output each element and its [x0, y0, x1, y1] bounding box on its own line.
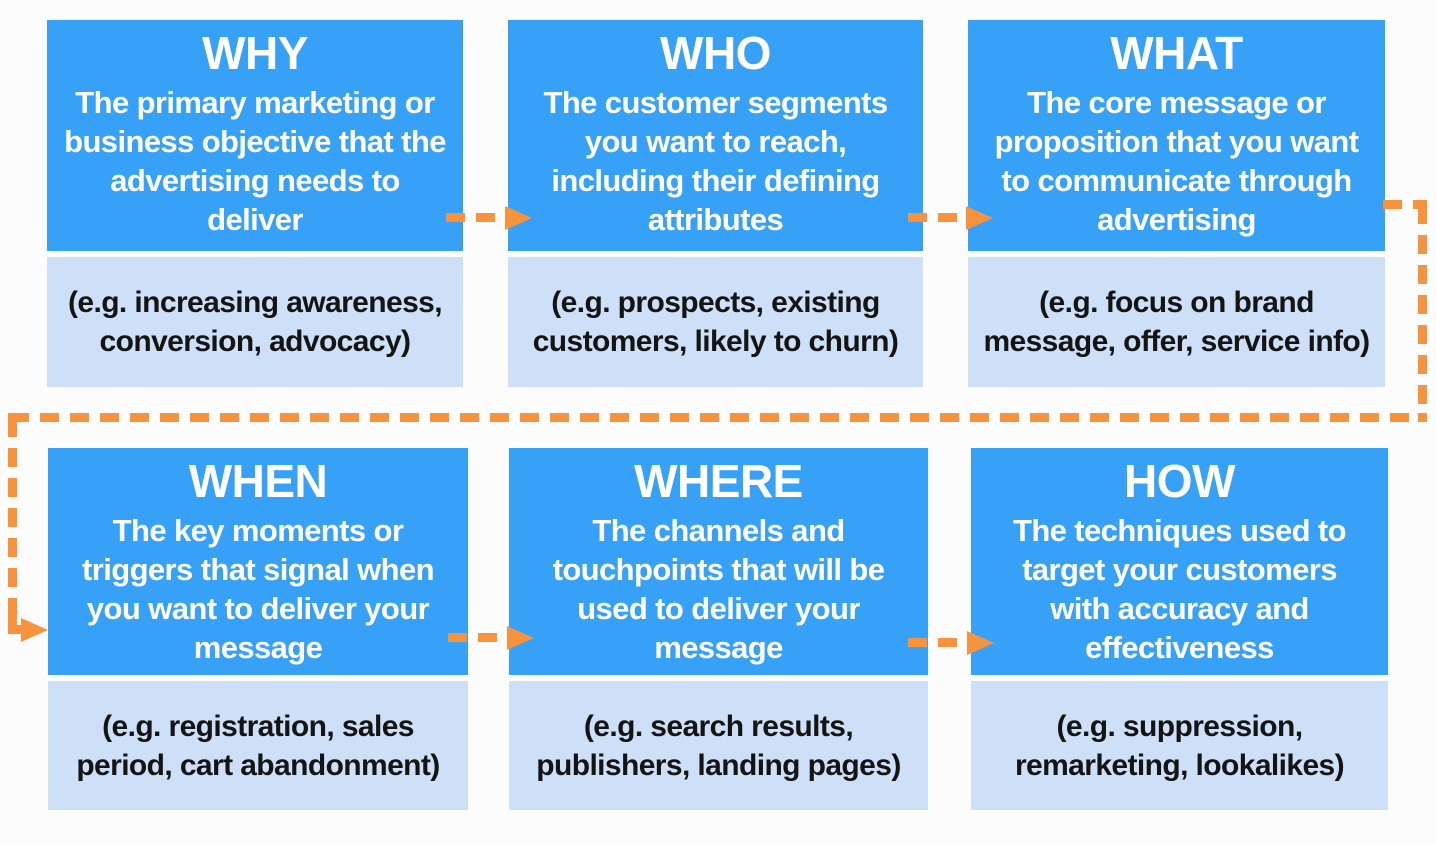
card-who-example-text: (e.g. prospects, existing customers, lik…: [532, 286, 899, 358]
card-how: HOW The techniques used to target your c…: [971, 448, 1388, 810]
card-where-example-text: (e.g. search results, publishers, landin…: [536, 709, 901, 782]
flow-line-wrap-right-vertical: [1418, 205, 1427, 418]
card-why-example-text: (e.g. increasing awareness, conversion, …: [68, 286, 443, 358]
card-what-example: (e.g. focus on brand message, offer, ser…: [968, 257, 1385, 387]
flow-corner: [1418, 200, 1427, 209]
card-what-example-text: (e.g. focus on brand message, offer, ser…: [983, 286, 1370, 358]
card-why-title: WHY: [202, 27, 308, 79]
flow-line-where-to-how: [908, 638, 968, 647]
card-how-example: (e.g. suppression, remarketing, lookalik…: [971, 681, 1388, 810]
card-who-description: The customer segments you want to reach,…: [543, 84, 888, 237]
card-when-example-text: (e.g. registration, sales period, cart a…: [76, 709, 440, 782]
card-when-header: WHEN The key moments or triggers that si…: [48, 448, 468, 675]
card-where: WHERE The channels and touchpoints that …: [509, 448, 928, 810]
card-who: WHO The customer segments you want to re…: [508, 20, 923, 387]
flow-corner: [8, 617, 17, 626]
card-why-example: (e.g. increasing awareness, conversion, …: [47, 257, 463, 387]
flow-line-when-to-where: [448, 633, 508, 642]
card-why-description: The primary marketing or business object…: [64, 84, 446, 237]
card-what-title: WHAT: [1110, 27, 1243, 79]
card-what: WHAT The core message or proposition tha…: [968, 20, 1385, 387]
flow-line-what-wrap-stub: [1383, 200, 1419, 209]
card-who-title: WHO: [660, 27, 771, 79]
arrowhead-right-icon: [505, 206, 532, 230]
flow-line-wrap-horizontal: [10, 413, 1427, 422]
card-why-header: WHY The primary marketing or business ob…: [47, 20, 463, 251]
card-when-description: The key moments or triggers that signal …: [82, 512, 434, 665]
card-who-header: WHO The customer segments you want to re…: [508, 20, 923, 251]
card-how-example-text: (e.g. suppression, remarketing, lookalik…: [1014, 709, 1345, 782]
card-when-example: (e.g. registration, sales period, cart a…: [48, 681, 468, 810]
card-where-example: (e.g. search results, publishers, landin…: [509, 681, 928, 810]
card-where-title: WHERE: [634, 455, 803, 507]
flow-line-wrap-left-vertical: [8, 418, 17, 626]
card-where-header: WHERE The channels and touchpoints that …: [509, 448, 928, 675]
arrowhead-right-icon: [507, 626, 534, 650]
card-what-header: WHAT The core message or proposition tha…: [968, 20, 1385, 251]
card-when: WHEN The key moments or triggers that si…: [48, 448, 468, 810]
flow-line-who-to-what: [908, 213, 968, 222]
card-how-title: HOW: [1124, 455, 1235, 507]
flow-line-wrap-entry: [8, 625, 22, 634]
flow-line-why-to-who: [446, 213, 506, 222]
arrowhead-right-icon: [21, 618, 48, 642]
card-what-description: The core message or proposition that you…: [994, 84, 1359, 237]
card-when-title: WHEN: [188, 455, 328, 507]
card-how-header: HOW The techniques used to target your c…: [971, 448, 1388, 675]
arrowhead-right-icon: [967, 631, 994, 655]
card-how-description: The techniques used to target your custo…: [1012, 512, 1347, 665]
card-why: WHY The primary marketing or business ob…: [47, 20, 463, 387]
card-who-example: (e.g. prospects, existing customers, lik…: [508, 257, 923, 387]
arrowhead-right-icon: [966, 206, 993, 230]
flow-corner: [8, 413, 17, 422]
card-where-description: The channels and touchpoints that will b…: [552, 512, 885, 665]
